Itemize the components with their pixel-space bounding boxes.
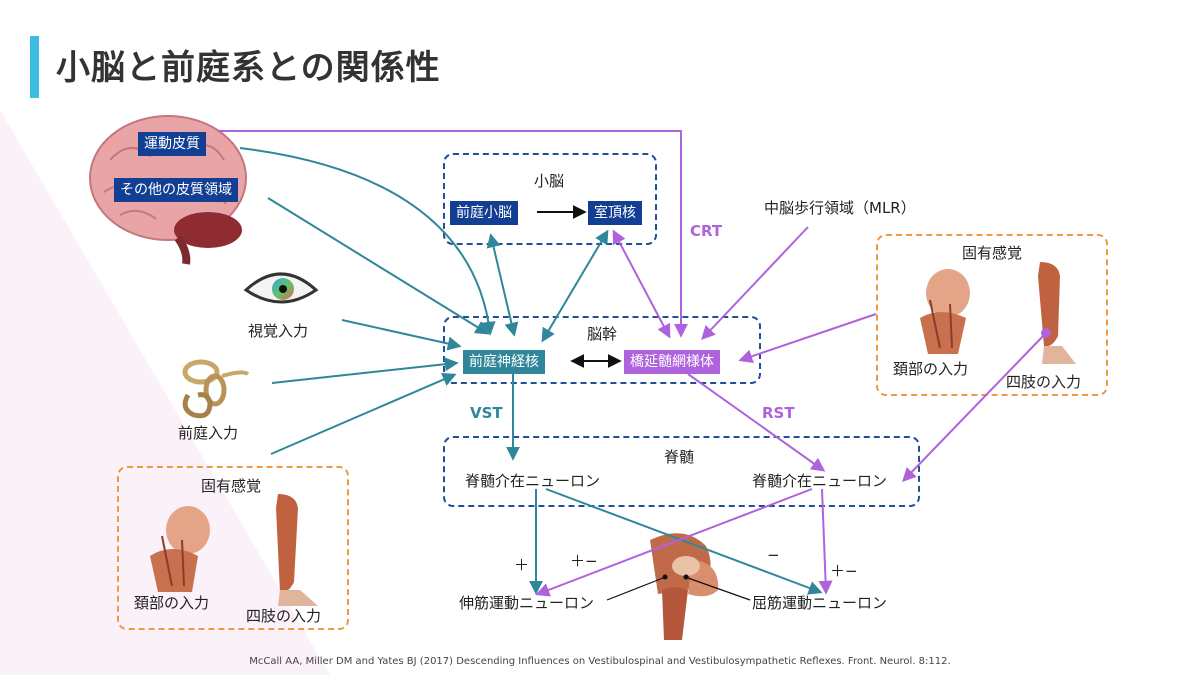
reticular-formation-node: 橋延髄網様体: [624, 350, 720, 374]
rst-label: RST: [762, 404, 795, 422]
neck-input-label-left: 頚部の入力: [134, 594, 210, 612]
leg-muscle-image: [276, 494, 318, 606]
mixed-sign-right: ＋−: [830, 562, 858, 580]
neck-muscle-image: [150, 506, 210, 592]
limb-input-label-right: 四肢の入力: [1006, 373, 1082, 391]
vestibular-input-label: 前庭入力: [178, 424, 239, 442]
proprioception-box-right: [876, 234, 1108, 396]
vestibular-nuclei-node: 前庭神経核: [463, 350, 545, 374]
vst-label: VST: [470, 404, 503, 422]
fastigial-nucleus-node: 室頂核: [588, 201, 642, 225]
flexor-motor-neuron-label: 屈筋運動ニューロン: [752, 594, 888, 612]
spinal-cord-box: [443, 436, 920, 507]
limb-input-label-left: 四肢の入力: [246, 607, 322, 625]
citation: McCall AA, Miller DM and Yates BJ (2017)…: [249, 656, 951, 667]
crt-label: CRT: [690, 222, 723, 240]
inhibitory-sign-right: −: [767, 546, 780, 564]
extensor-motor-neuron-label: 伸筋運動ニューロン: [459, 594, 595, 612]
neck-input-label-right: 頚部の入力: [893, 360, 969, 378]
spinal-interneuron-left: 脊髄介在ニューロン: [465, 472, 601, 490]
page-title: 小脳と前庭系との関係性: [56, 48, 441, 88]
other-cortex-label: その他の皮質領域: [114, 178, 238, 202]
proprioception-title-left: 固有感覚: [201, 477, 262, 495]
visual-input-label: 視覚入力: [248, 322, 309, 340]
proprioception-box-left: [117, 466, 349, 630]
cerebellum-label: 小脳: [534, 172, 565, 190]
title-accent-bar: [30, 36, 39, 98]
inner-ear-image: [182, 359, 250, 419]
leg-muscle-image: [1038, 262, 1076, 364]
motor-cortex-label: 運動皮質: [138, 132, 206, 156]
proprioception-title-right: 固有感覚: [962, 244, 1023, 262]
mlr-label: 中脳歩行領域（MLR）: [764, 199, 916, 217]
brainstem-label: 脳幹: [587, 325, 618, 343]
spinal-interneuron-right: 脊髄介在ニューロン: [752, 472, 888, 490]
mixed-sign-left: ＋−: [570, 552, 598, 570]
vestibulocerebellum-node: 前庭小脳: [450, 201, 518, 225]
eye-image: [243, 272, 319, 304]
spinal-cord-label: 脊髄: [664, 448, 695, 466]
neck-muscle-image: [920, 269, 970, 354]
excitatory-sign-left: ＋: [514, 556, 530, 574]
